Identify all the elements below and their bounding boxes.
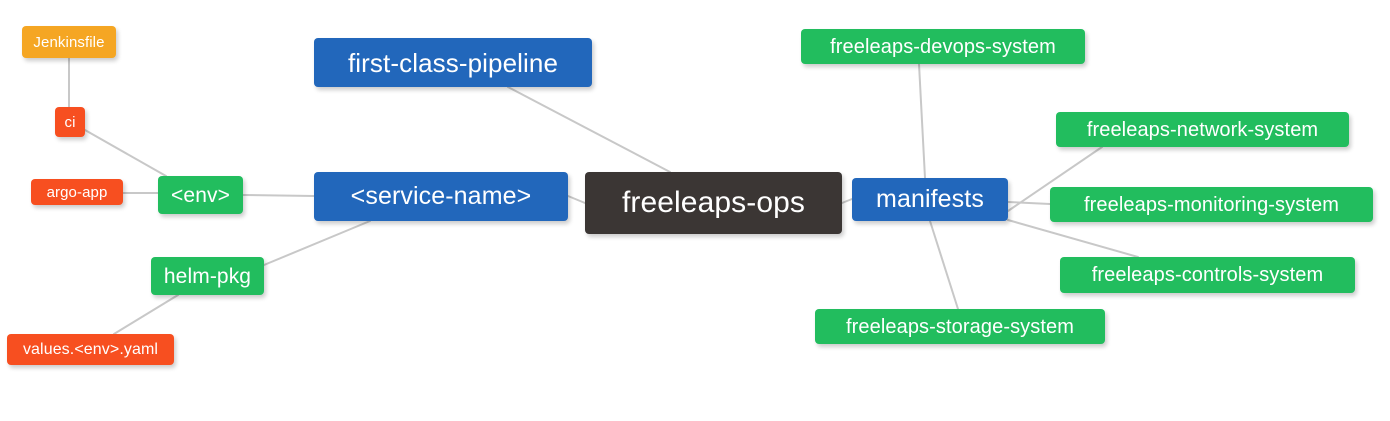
edge-root-to-service-name xyxy=(567,195,586,204)
edge-env-to-ci xyxy=(84,129,167,177)
edge-manifests-to-freeleaps-controls-system xyxy=(1007,219,1139,258)
node-jenkinsfile[interactable]: Jenkinsfile xyxy=(22,26,116,58)
node-helm-pkg[interactable]: helm-pkg xyxy=(151,257,264,295)
node-label: freeleaps-network-system xyxy=(1086,118,1319,141)
node-env[interactable]: <env> xyxy=(158,176,243,214)
node-freeleaps-controls-system[interactable]: freeleaps-controls-system xyxy=(1060,257,1355,293)
node-first-class-pipeline[interactable]: first-class-pipeline xyxy=(314,38,592,87)
node-label: argo-app xyxy=(46,183,108,201)
node-label: freeleaps-monitoring-system xyxy=(1083,193,1339,216)
node-label: <env> xyxy=(171,183,230,207)
node-freeleaps-storage-system[interactable]: freeleaps-storage-system xyxy=(815,309,1105,344)
edge-service-name-to-env xyxy=(242,194,315,197)
node-label: freeleaps-storage-system xyxy=(845,315,1075,338)
edge-service-name-to-helm-pkg xyxy=(263,220,371,266)
node-label: freeleaps-controls-system xyxy=(1091,264,1324,286)
node-label: <service-name> xyxy=(350,182,532,210)
node-service-name[interactable]: <service-name> xyxy=(314,172,568,221)
node-label: first-class-pipeline xyxy=(347,47,559,78)
node-freeleaps-monitoring-system[interactable]: freeleaps-monitoring-system xyxy=(1050,187,1373,222)
edge-manifests-to-freeleaps-devops-system xyxy=(918,63,926,179)
node-ci[interactable]: ci xyxy=(55,107,85,137)
edge-manifests-to-freeleaps-storage-system xyxy=(929,220,959,310)
node-freeleaps-devops-system[interactable]: freeleaps-devops-system xyxy=(801,29,1085,64)
edge-root-to-first-class-pipeline xyxy=(507,86,671,173)
edge-helm-pkg-to-values-env-yaml xyxy=(113,294,179,335)
node-values-env-yaml[interactable]: values.<env>.yaml xyxy=(7,334,174,365)
edge-root-to-manifests xyxy=(841,198,853,204)
node-label: Jenkinsfile xyxy=(33,33,105,51)
node-label: manifests xyxy=(876,185,984,213)
node-label: values.<env>.yaml xyxy=(22,340,159,358)
node-label: freeleaps-devops-system xyxy=(830,35,1056,58)
node-manifests[interactable]: manifests xyxy=(852,178,1008,221)
edge-manifests-to-freeleaps-monitoring-system xyxy=(1007,201,1051,205)
node-label: ci xyxy=(64,113,76,131)
node-freeleaps-network-system[interactable]: freeleaps-network-system xyxy=(1056,112,1349,147)
node-label: helm-pkg xyxy=(163,264,252,288)
node-argo-app[interactable]: argo-app xyxy=(31,179,123,205)
node-root[interactable]: freeleaps-ops xyxy=(585,172,842,234)
node-label: freeleaps-ops xyxy=(621,186,806,219)
